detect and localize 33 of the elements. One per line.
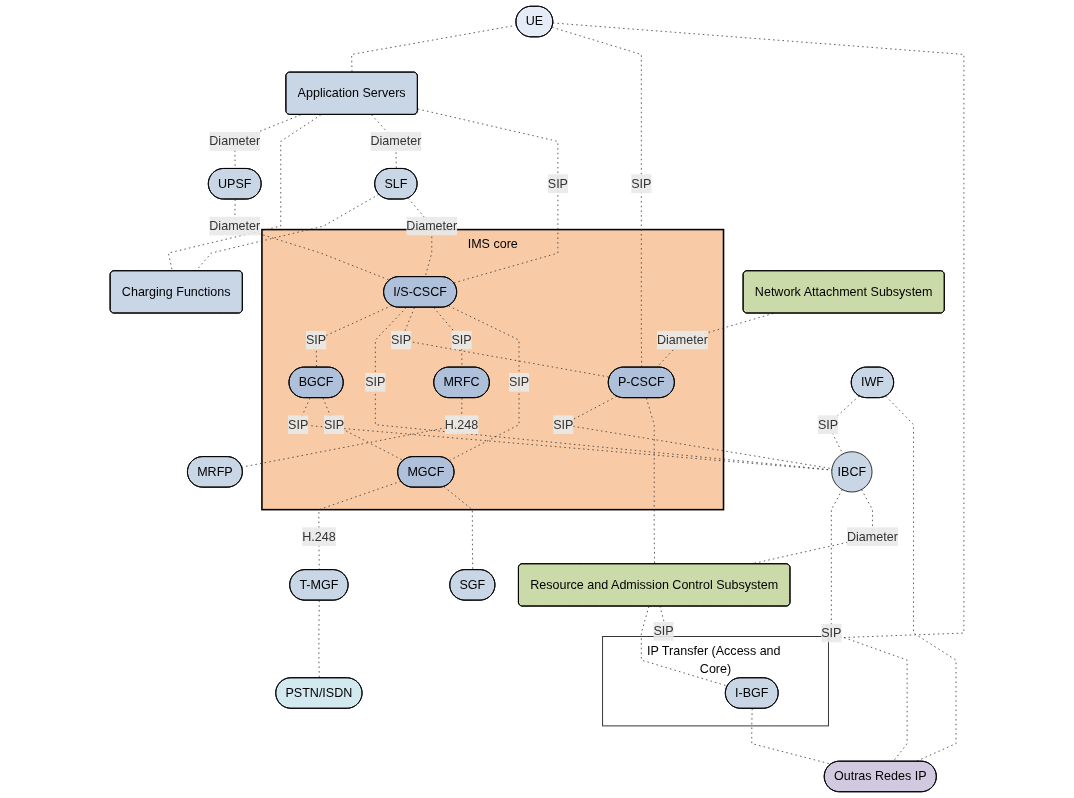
edge-label: Diameter [847,529,898,543]
edge-label: H.248 [302,529,336,543]
edge-label: Diameter [370,134,422,148]
edge-label: SIP [288,417,309,431]
edge-label: H.248 [444,417,479,431]
connector [407,197,433,278]
connector [322,397,404,461]
edge-label: SIP [631,176,652,191]
connector [448,305,520,462]
edge-label: SIP [451,333,472,347]
edge-label: SIP [365,375,386,389]
edge-label: SIP [306,333,327,347]
edge-label: SIP [547,176,568,191]
edge-label: SIP [817,417,839,431]
edge-label: SIP [653,624,674,638]
edge-label: SIP [553,417,574,431]
node-circle: IBCF [831,451,873,493]
connector [885,395,957,762]
connector [552,22,965,639]
edge-label: SIP [508,375,530,389]
connector [315,305,393,368]
connector [417,108,559,284]
connector [551,26,643,368]
connector [751,708,832,765]
connector [241,397,463,468]
edge-label: Diameter [209,134,261,148]
edge-label: SIP [391,333,412,347]
edge-label: SIP [323,417,345,431]
edge-label: SIP [821,626,842,640]
connector [830,489,908,762]
edge-label: Diameter [209,219,261,233]
edge-label: Diameter [406,219,458,233]
edge-label: Diameter [656,333,708,347]
